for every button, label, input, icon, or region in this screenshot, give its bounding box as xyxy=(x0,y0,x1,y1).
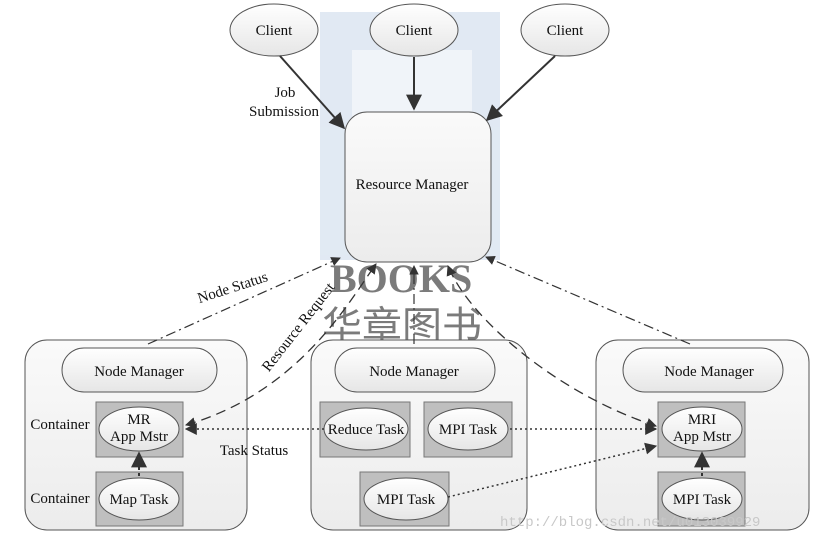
task-status-mpi2-to-mri xyxy=(447,442,658,498)
client-3 xyxy=(520,3,610,57)
node-manager-left-label: Node Manager xyxy=(94,364,184,380)
client-1-label: Client xyxy=(256,23,293,39)
job-label-line1: Job xyxy=(275,85,296,101)
node-manager-middle-label: Node Manager xyxy=(369,364,459,380)
svg-text:BOOKS: BOOKS xyxy=(330,256,472,301)
resource-request-left xyxy=(185,263,377,428)
resource-manager-box xyxy=(344,111,492,263)
node-manager-right-label: Node Manager xyxy=(664,364,754,380)
mpi-task-right-label: MPI Task xyxy=(673,492,732,508)
resource-request-right xyxy=(446,265,657,429)
mri-app-master-line1: MRI xyxy=(688,412,716,428)
client-2-label: Client xyxy=(396,23,433,39)
map-task-label: Map Task xyxy=(109,492,169,508)
mpi-task-1 xyxy=(427,407,509,451)
node-status-line-right xyxy=(485,255,691,345)
container-label-2: Container xyxy=(30,491,89,507)
task-status-label: Task Status xyxy=(220,443,289,459)
mpi-task-2 xyxy=(363,477,449,521)
mr-app-master-line2: App Mstr xyxy=(110,429,168,445)
client-3-label: Client xyxy=(547,23,584,39)
mri-app-master-line2: App Mstr xyxy=(673,429,731,445)
mpi-task-right xyxy=(661,477,743,521)
mr-app-master xyxy=(98,406,180,452)
map-task xyxy=(98,477,180,521)
job-submission-arrow-1 xyxy=(279,55,346,130)
mri-app-master xyxy=(661,406,743,452)
reduce-task-label: Reduce Task xyxy=(328,422,405,438)
mr-app-master-line1: MR xyxy=(127,412,150,428)
client-1 xyxy=(229,3,319,57)
job-label-line2: Submission xyxy=(249,104,320,120)
resource-manager-label: Resource Manager xyxy=(356,177,469,193)
job-submission-arrow-3 xyxy=(485,55,556,122)
url-watermark: http://blog.csdn.net/u013039929 xyxy=(500,515,760,531)
container-label-1: Container xyxy=(30,417,89,433)
client-2 xyxy=(369,3,459,57)
node-status-label: Node Status xyxy=(196,269,270,307)
mpi-task-1-label: MPI Task xyxy=(439,422,498,438)
mpi-task-2-label: MPI Task xyxy=(377,492,436,508)
